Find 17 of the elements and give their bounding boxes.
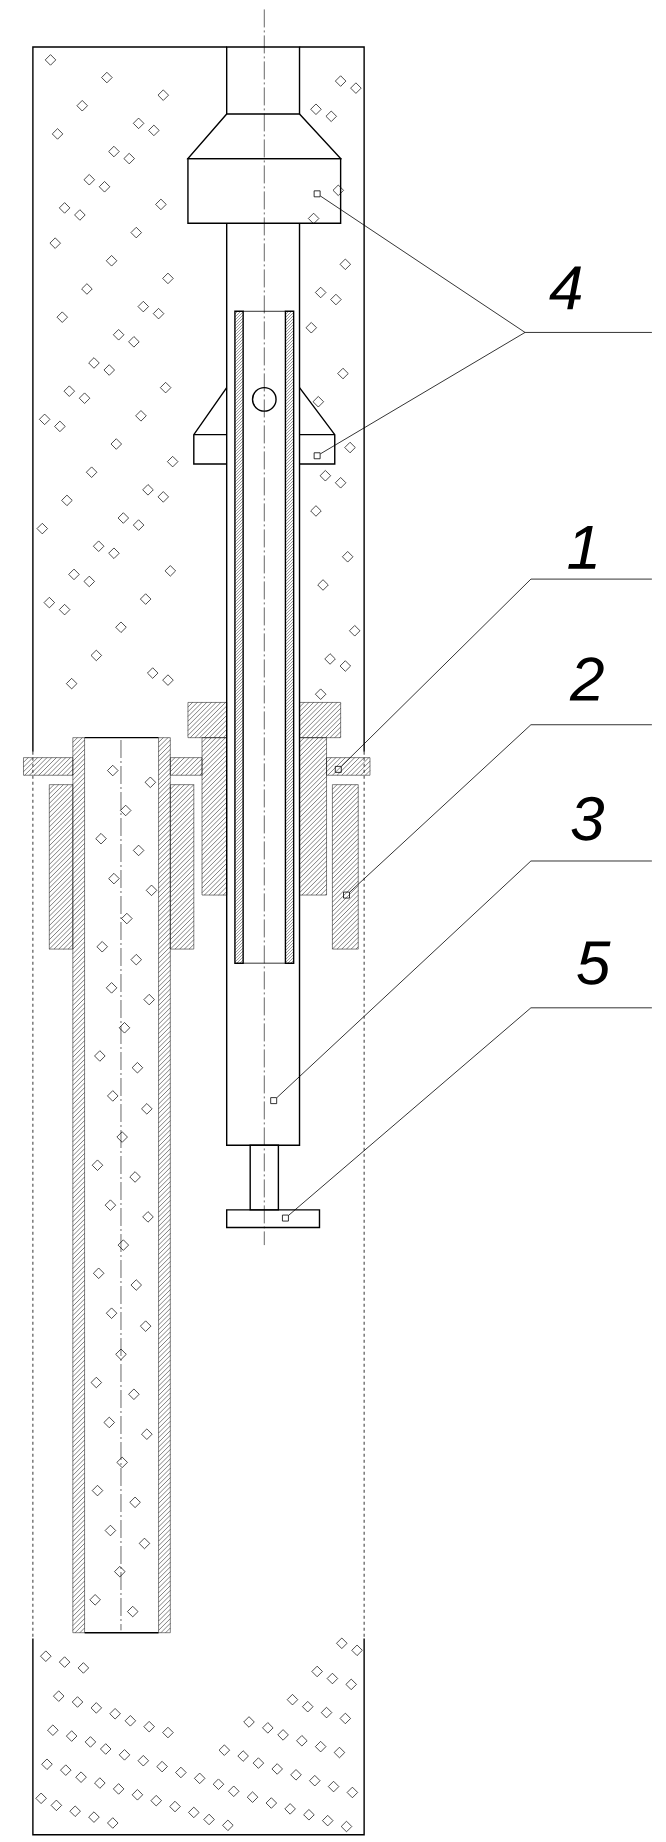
callout-number: 5 [577,941,611,985]
marker-box [270,1097,278,1104]
leader-line [320,332,526,455]
callout-number: 1 [568,526,596,569]
callout-number: 2 [569,657,604,701]
marker-box [282,1214,289,1222]
callout-number: 3 [571,796,604,841]
leader-line [288,1007,653,1216]
leader-line [349,724,653,893]
marker-box [313,452,321,460]
leader-line [341,578,653,767]
leader-line [320,195,653,333]
leader-line [276,860,653,1098]
marker-box [343,891,350,899]
marker-box [334,766,342,773]
marker-box [313,190,321,198]
callout-number: 4 [549,266,582,310]
